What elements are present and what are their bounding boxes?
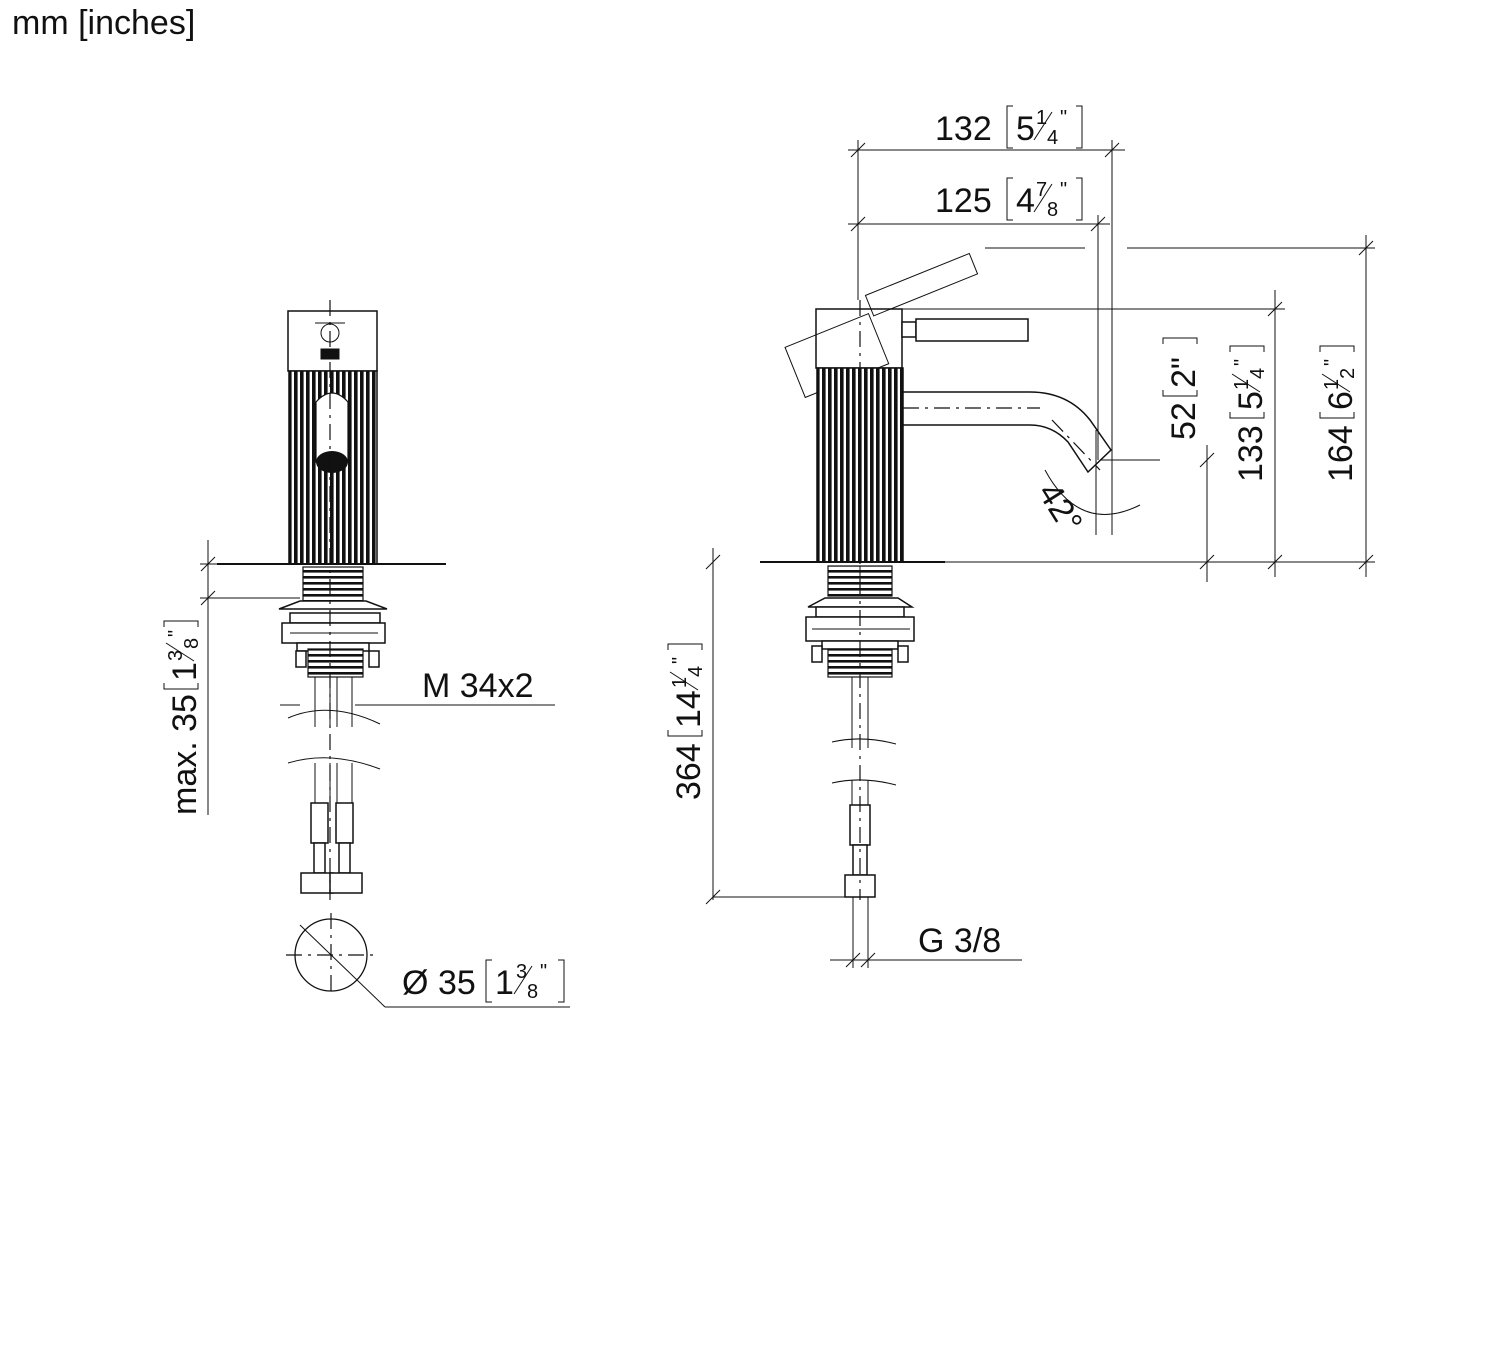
- front-hose-nut-left: [300, 872, 334, 894]
- front-hose-crimp-left: [310, 802, 329, 844]
- dim-reach-total: 132 5 1 4 ": [935, 105, 1083, 149]
- side-view: 42° 132 5 1: [667, 105, 1375, 968]
- dim-diameter: Ø 35 1 3 8 ": [402, 959, 565, 1003]
- dim-reach-spout: 125 4 7 8 ": [935, 177, 1083, 221]
- svg-text:14: 14: [670, 690, 708, 728]
- front-handle-cap: [287, 310, 378, 372]
- dim-thread: M 34x2: [422, 667, 534, 705]
- svg-text:2": 2": [1165, 357, 1203, 388]
- svg-text:364: 364: [670, 743, 708, 800]
- svg-text:5: 5: [1016, 110, 1035, 148]
- svg-text:1: 1: [1231, 379, 1253, 390]
- svg-text:": ": [1231, 359, 1253, 366]
- svg-text:4: 4: [1047, 127, 1058, 149]
- side-handle-block: [815, 308, 903, 369]
- svg-text:133: 133: [1232, 425, 1270, 482]
- unit-label: mm [inches]: [12, 4, 195, 42]
- svg-text:8: 8: [527, 981, 538, 1003]
- svg-text:35: 35: [438, 964, 476, 1002]
- svg-text:2: 2: [1337, 368, 1359, 379]
- side-lever: [915, 318, 1029, 342]
- svg-text:125: 125: [935, 182, 992, 220]
- svg-text:": ": [1060, 107, 1067, 129]
- front-break-line: [287, 709, 381, 725]
- dim-total-height: 164 6 1 2 ": [1319, 345, 1360, 482]
- dim-connection: G 3/8: [918, 922, 1001, 960]
- svg-text:8: 8: [181, 638, 203, 649]
- side-break-line: [831, 738, 897, 745]
- svg-text:1: 1: [495, 964, 514, 1002]
- dim-max-depth: max. 35 1 3 8 ": [163, 620, 204, 815]
- svg-text:52: 52: [1165, 402, 1203, 440]
- svg-text:132: 132: [935, 110, 992, 148]
- front-hose-crimp-right: [335, 802, 354, 844]
- dim-spout-height: 52 2": [1162, 337, 1203, 440]
- dim-spout-angle: 42°: [1030, 476, 1089, 540]
- svg-text:4: 4: [1247, 368, 1269, 379]
- svg-text:7: 7: [1036, 179, 1047, 201]
- svg-text:": ": [165, 630, 187, 637]
- svg-text:5: 5: [1232, 391, 1270, 410]
- svg-text:1: 1: [1321, 379, 1343, 390]
- svg-text:": ": [669, 657, 691, 664]
- svg-text:3: 3: [516, 961, 527, 983]
- svg-text:164: 164: [1322, 425, 1360, 482]
- front-view: max. 35 1 3 8 " M 34x2 Ø 35 1 3 8 ": [163, 300, 570, 1008]
- svg-text:": ": [1321, 359, 1343, 366]
- side-spout: [902, 391, 1112, 474]
- svg-text:4: 4: [685, 666, 707, 677]
- svg-text:42°: 42°: [1030, 476, 1089, 540]
- svg-text:8: 8: [1047, 199, 1058, 221]
- svg-text:Ø: Ø: [402, 964, 428, 1002]
- front-washer: [289, 612, 381, 624]
- svg-text:1: 1: [669, 677, 691, 688]
- svg-text:": ": [1060, 179, 1067, 201]
- front-spout-opening: [315, 392, 349, 463]
- dim-body-height: 133 5 1 4 ": [1229, 345, 1270, 482]
- svg-text:1: 1: [166, 662, 204, 681]
- spout-angle-arc: [1044, 469, 1141, 515]
- front-aerator: [316, 451, 348, 473]
- svg-text:6: 6: [1322, 391, 1360, 410]
- svg-text:": ": [540, 961, 547, 983]
- svg-text:4: 4: [1016, 182, 1035, 220]
- svg-text:3: 3: [165, 650, 187, 661]
- dim-hose-length: 364 14 1 4 ": [667, 643, 708, 800]
- svg-text:1: 1: [1036, 107, 1047, 129]
- front-hose-nut-right: [329, 872, 363, 894]
- svg-text:max. 35: max. 35: [166, 694, 204, 815]
